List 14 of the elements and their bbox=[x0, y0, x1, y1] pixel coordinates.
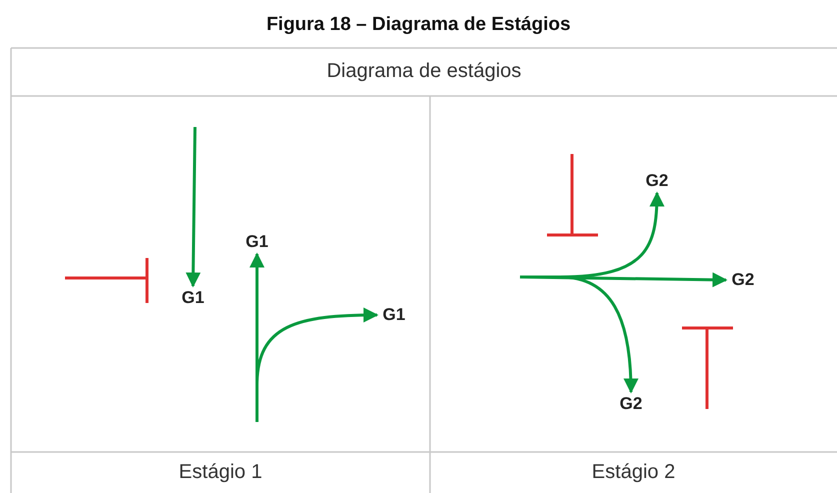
column-label: Estágio 1 bbox=[178, 461, 264, 484]
gene-label: G2 bbox=[616, 394, 646, 414]
gene-label: G1 bbox=[178, 288, 208, 308]
gene-label: G1 bbox=[242, 232, 272, 252]
header-text: Diagrama de estágios bbox=[326, 60, 522, 83]
arrow bbox=[256, 308, 378, 386]
gene-label: G1 bbox=[379, 305, 409, 325]
column-label: Estágio 2 bbox=[590, 461, 676, 484]
arrow bbox=[186, 126, 201, 288]
gene-label: G2 bbox=[728, 270, 758, 290]
figure-title: Figura 18 – Diagrama de Estágios bbox=[265, 14, 572, 36]
arrow bbox=[250, 252, 264, 422]
gene-label: G2 bbox=[642, 171, 672, 191]
arrow bbox=[520, 276, 638, 394]
